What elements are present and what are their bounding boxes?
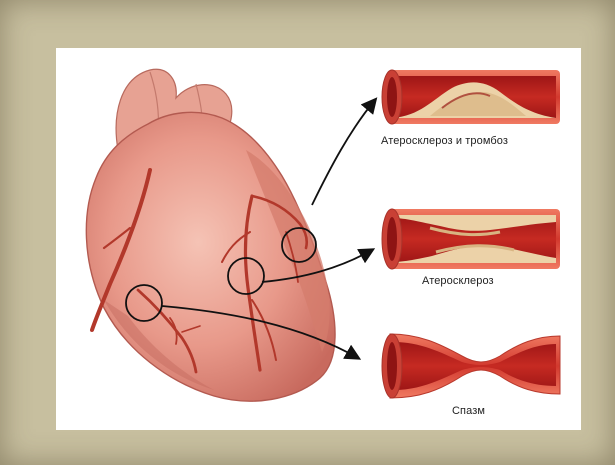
caption-atherosclerosis: Атеросклероз bbox=[422, 275, 494, 287]
heart-illustration bbox=[86, 69, 335, 401]
vessel-thrombosis bbox=[382, 70, 560, 124]
caption-spasm: Спазм bbox=[452, 405, 485, 417]
caption-thrombosis: Атеросклероз и тромбоз bbox=[381, 135, 508, 147]
vessel-atherosclerosis bbox=[382, 209, 560, 269]
arrow-to-thrombosis bbox=[312, 100, 375, 205]
vessel-spasm bbox=[382, 334, 560, 398]
